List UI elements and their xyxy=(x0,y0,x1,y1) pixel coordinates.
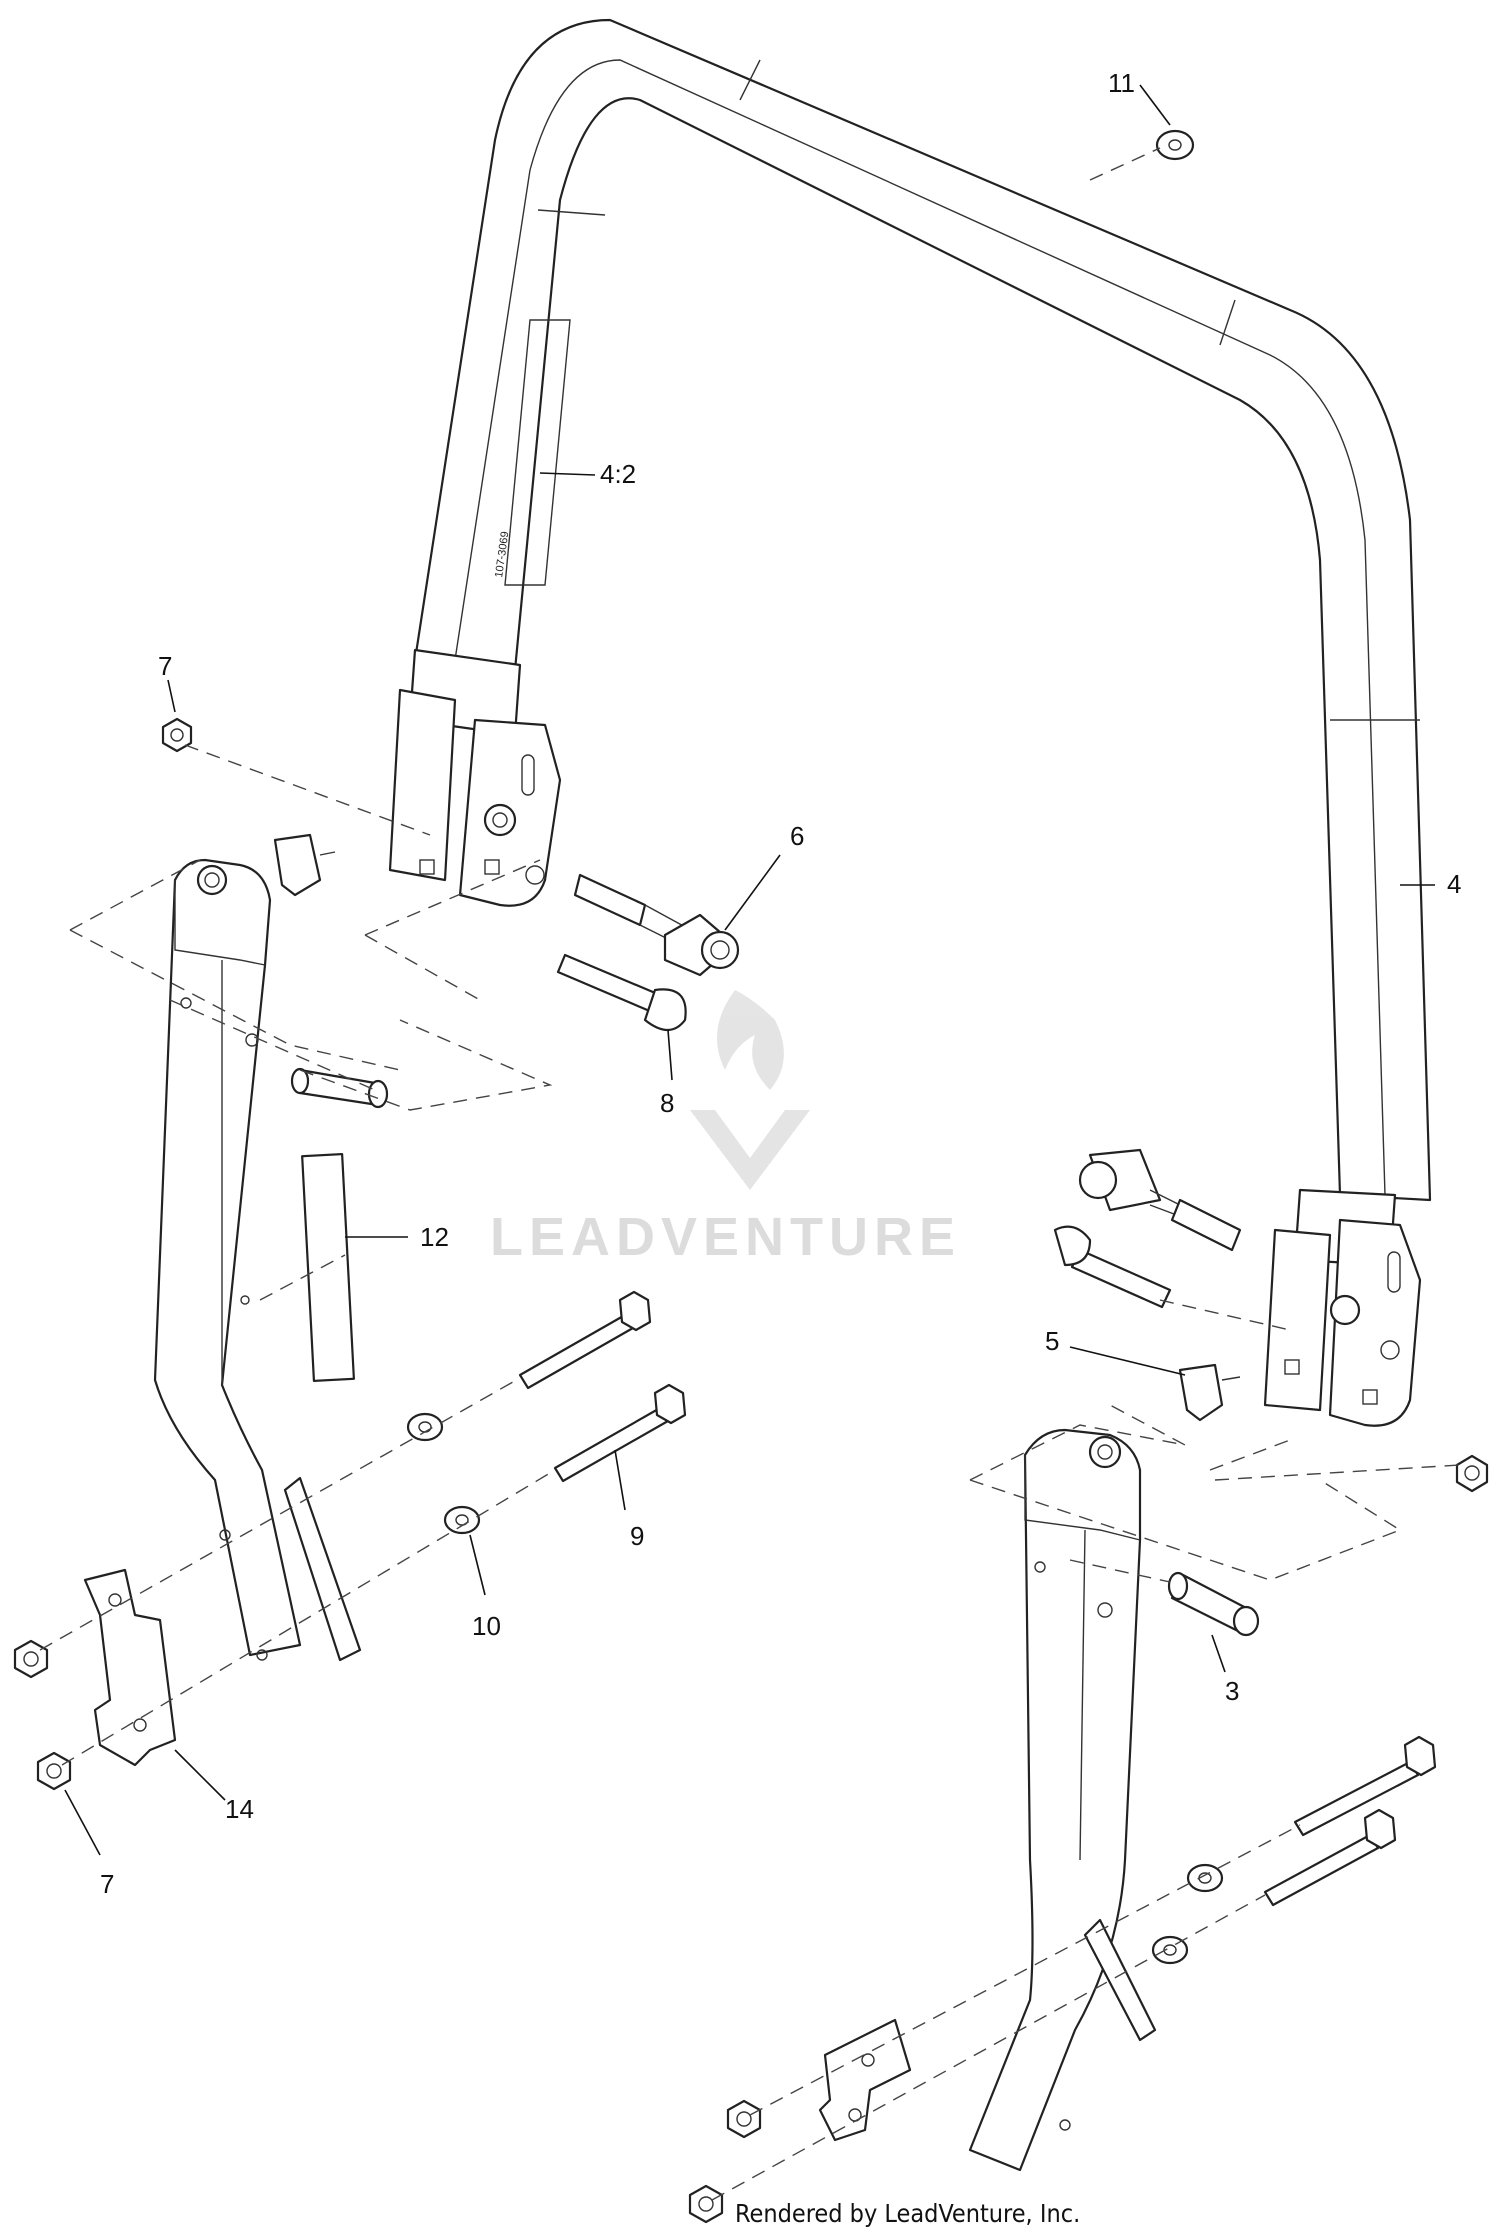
callout-7-lower: 7 xyxy=(100,1869,114,1899)
callout-3: 3 xyxy=(1225,1676,1239,1706)
hex-nut-upper-left xyxy=(161,717,193,753)
assembly-guide-lines xyxy=(39,147,1461,2201)
bolt-right-1 xyxy=(1293,1735,1437,1837)
bolt-right-2 xyxy=(1263,1808,1397,1907)
latch-pin-6 xyxy=(573,873,740,977)
bolt-lower-left xyxy=(553,1383,687,1483)
callout-10: 10 xyxy=(472,1611,501,1641)
callout-8: 8 xyxy=(660,1088,674,1118)
roll-bar-decal: 107-3069 xyxy=(493,319,571,586)
right-upright-post xyxy=(968,1428,1157,2172)
callout-9: 9 xyxy=(630,1521,644,1551)
hex-nut-right-mount xyxy=(1455,1454,1489,1493)
hex-nut-left-2 xyxy=(36,1751,72,1791)
clevis-pin-right xyxy=(1053,1225,1172,1309)
hex-nut-right-2 xyxy=(688,2184,724,2224)
clevis-pin-8 xyxy=(556,953,687,1032)
callout-7-upper: 7 xyxy=(158,651,172,681)
leadventure-watermark: LEADVENTURE xyxy=(490,990,961,1267)
callout-6: 6 xyxy=(790,821,804,851)
decal-12 xyxy=(301,1153,355,1382)
callout-11: 11 xyxy=(1108,68,1135,98)
knob-5 xyxy=(1178,1363,1241,1422)
right-mount-plate xyxy=(1284,1218,1422,1427)
bolt-upper-left xyxy=(518,1290,652,1390)
callout-5: 5 xyxy=(1045,1326,1059,1356)
washer-upper-left xyxy=(406,1412,444,1442)
knob-left xyxy=(273,833,336,897)
left-mount-plate xyxy=(419,718,562,907)
hex-nut-left-1 xyxy=(13,1639,49,1679)
callout-4: 4 xyxy=(1447,869,1461,899)
latch-pin-right xyxy=(1078,1148,1242,1252)
callouts: 11 4:2 7 6 4 8 12 5 9 10 3 14 7 xyxy=(64,68,1461,1899)
callout-14: 14 xyxy=(225,1794,254,1824)
left-upright-post xyxy=(153,858,362,1662)
footer-credit: Rendered by LeadVenture, Inc. xyxy=(735,2199,1080,2228)
hex-nut-right-1 xyxy=(726,2099,762,2139)
washer-right-1 xyxy=(1186,1863,1224,1893)
callout-4-2: 4:2 xyxy=(600,459,636,489)
left-strap-plate xyxy=(83,1568,177,1767)
washer-lower-left xyxy=(443,1505,481,1535)
watermark-text: LEADVENTURE xyxy=(490,1207,961,1267)
callout-12: 12 xyxy=(420,1222,449,1252)
washer-11 xyxy=(1155,129,1195,161)
spacer-left xyxy=(290,1067,389,1109)
spacer-right xyxy=(1167,1571,1260,1637)
roll-bar-hoop: 107-3069 xyxy=(388,18,1432,1412)
